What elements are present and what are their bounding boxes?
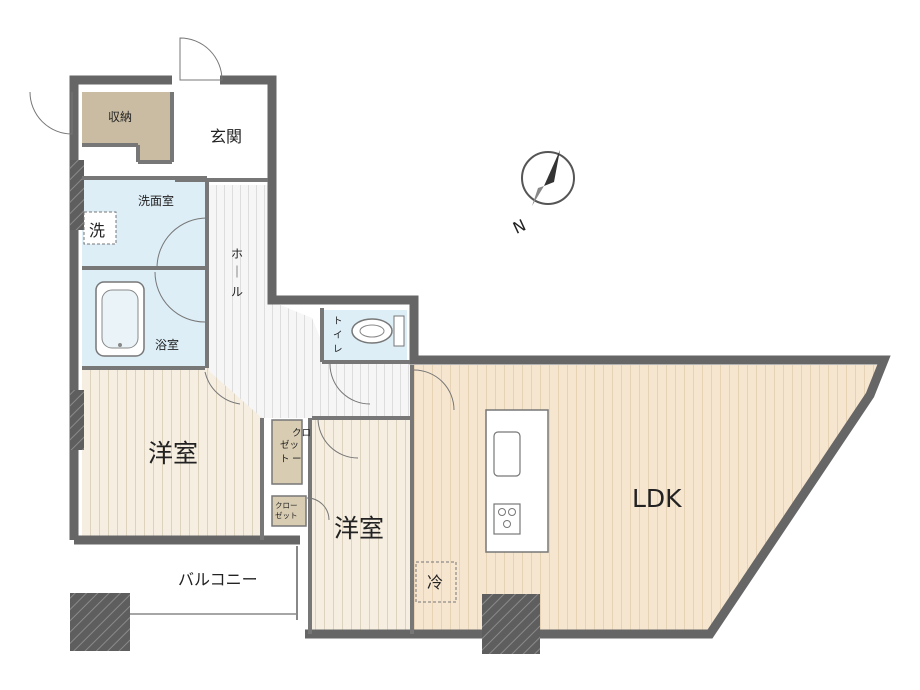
label-bathroom: 浴室 bbox=[155, 337, 179, 352]
storage-door-swing bbox=[29, 91, 73, 135]
toilet-seat bbox=[359, 324, 385, 338]
label-washer: 洗 bbox=[89, 221, 105, 240]
kitchen-stove bbox=[493, 503, 521, 535]
storage-floor bbox=[82, 92, 172, 162]
room-left-door-swing bbox=[204, 371, 241, 405]
label-washroom: 洗面室 bbox=[138, 193, 174, 208]
room-right-door-swing bbox=[317, 417, 359, 459]
bath-door-swing bbox=[154, 271, 206, 323]
western-room-left-floor bbox=[82, 366, 262, 538]
column-mid-left bbox=[70, 390, 84, 450]
closet-a bbox=[271, 419, 303, 485]
fridge-space bbox=[415, 561, 457, 603]
label-balcony: バルコニー bbox=[178, 570, 258, 589]
compass-north-label: N bbox=[510, 216, 529, 238]
kitchen-sink bbox=[493, 431, 521, 477]
label-closet-b-1: クロー bbox=[275, 501, 298, 510]
label-storage: 収納 bbox=[108, 110, 132, 124]
western-room-right-floor bbox=[312, 420, 410, 630]
washer-space bbox=[83, 211, 117, 245]
interior-walls bbox=[82, 92, 414, 634]
stove-burner-2 bbox=[508, 508, 516, 516]
stove-burner-3 bbox=[503, 520, 511, 528]
stove-burner-1 bbox=[498, 508, 506, 516]
label-western-room-left: 洋室 bbox=[148, 439, 198, 468]
washroom-door-swing bbox=[156, 217, 208, 269]
bathtub-inner bbox=[101, 289, 139, 349]
ldk-door-swing bbox=[413, 369, 455, 411]
label-ldk: LDK bbox=[632, 484, 682, 513]
label-toilet-1: ト bbox=[333, 316, 343, 327]
bathtub-drain bbox=[118, 343, 122, 347]
closet-b-door-swing bbox=[306, 497, 330, 521]
label-closet-b-2: ゼット bbox=[275, 510, 298, 520]
column-top-left bbox=[70, 160, 84, 230]
label-entrance: 玄関 bbox=[210, 127, 242, 146]
column-bottom-left bbox=[70, 593, 130, 651]
label-fridge: 冷 bbox=[427, 573, 443, 592]
label-hall-1: ホ bbox=[231, 247, 243, 261]
label-closet-a-4: ー bbox=[292, 454, 302, 465]
label-western-room-right: 洋室 bbox=[334, 514, 384, 543]
label-hall-3: ル bbox=[231, 285, 243, 299]
compass-needle bbox=[544, 150, 560, 186]
label-toilet-2: イ bbox=[333, 330, 343, 341]
label-toilet-3: レ bbox=[333, 344, 343, 355]
toilet-door-swing bbox=[329, 363, 371, 405]
hall-floor bbox=[205, 185, 412, 418]
compass-ring bbox=[521, 151, 575, 205]
entrance-floor bbox=[175, 92, 268, 180]
closet-b bbox=[271, 495, 307, 527]
label-closet-a-1: クロ bbox=[292, 428, 311, 439]
toilet-tank bbox=[393, 315, 405, 347]
column-bottom-center bbox=[482, 594, 540, 654]
label-closet-a-2: ゼッ bbox=[280, 439, 299, 451]
compass: N bbox=[510, 150, 575, 238]
label-closet-a-3: ト bbox=[280, 454, 290, 465]
label-hall-2: ｜ bbox=[231, 265, 243, 279]
entrance-door-swing bbox=[179, 37, 223, 81]
compass-needle-tail bbox=[532, 186, 544, 206]
